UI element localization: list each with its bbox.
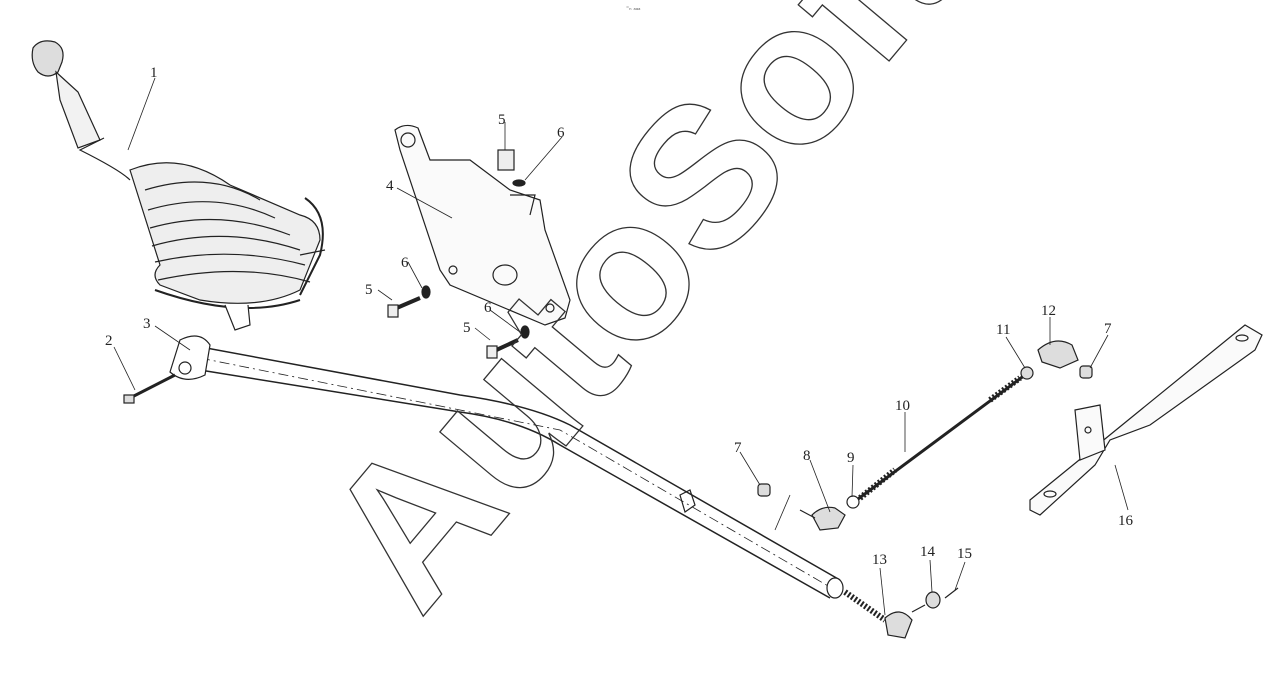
callout-5a: 5 [498, 112, 506, 128]
callout-1: 1 [150, 65, 158, 81]
callout-12: 12 [1041, 303, 1056, 319]
callout-10: 10 [895, 398, 910, 414]
callout-labels: 1 2 3 4 5 5 5 6 6 6 7 7 8 9 10 11 12 13 … [105, 65, 1134, 568]
callout-6b: 6 [401, 255, 409, 271]
bolts-and-washers [387, 149, 530, 359]
leader-lines [113, 77, 1129, 616]
support-bracket [1029, 324, 1263, 516]
callout-5c: 5 [463, 320, 471, 336]
bolt-2 [123, 373, 176, 404]
link-rod-assembly [757, 340, 1093, 531]
callout-6a: 6 [557, 125, 565, 141]
callout-9: 9 [847, 450, 855, 466]
callout-3: 3 [143, 316, 151, 332]
callout-5b: 5 [365, 282, 373, 298]
callout-16: 16 [1118, 513, 1134, 529]
callout-2: 2 [105, 333, 113, 349]
callout-14: 14 [920, 544, 936, 560]
callout-11: 11 [996, 322, 1010, 338]
shift-rod [169, 335, 844, 599]
header-mark: ⁼ₙ ₐₐₐ [626, 5, 641, 12]
callout-4: 4 [386, 178, 394, 194]
rod-end-assembly [843, 587, 959, 639]
callout-7a: 7 [734, 440, 742, 456]
mounting-bracket [394, 124, 571, 326]
gear-lever [31, 40, 326, 331]
callout-8: 8 [803, 448, 811, 464]
callout-7b: 7 [1104, 321, 1112, 337]
callout-13: 13 [872, 552, 887, 568]
watermark: AutoSoft [282, 0, 995, 648]
callout-15: 15 [957, 546, 972, 562]
callout-6c: 6 [484, 300, 492, 316]
